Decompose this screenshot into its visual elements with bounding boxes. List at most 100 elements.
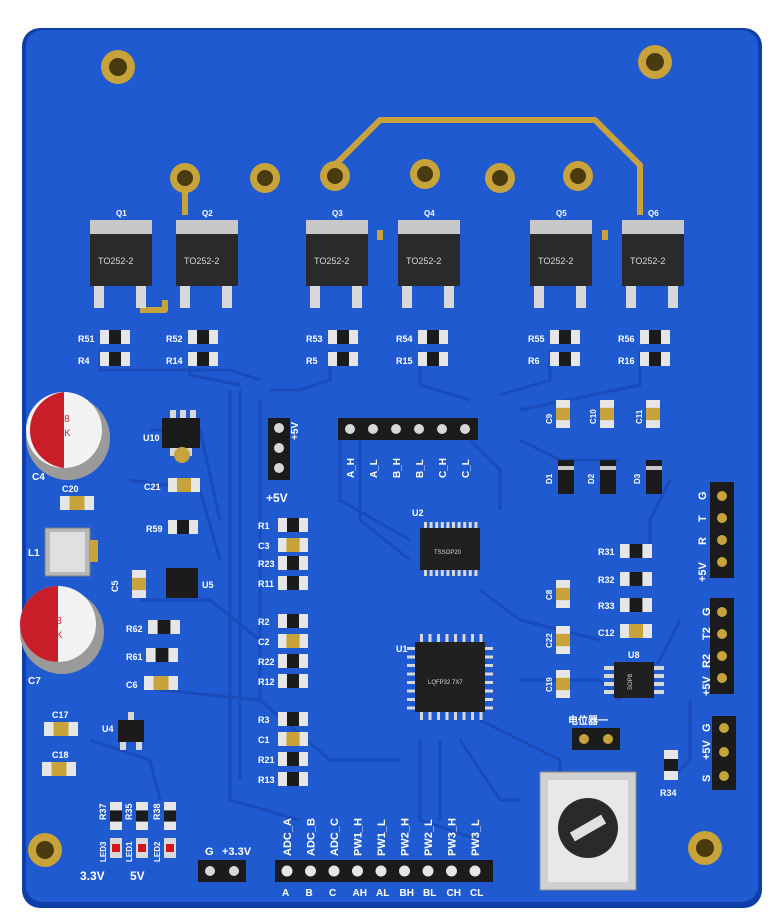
silk-label: R16 xyxy=(618,356,635,366)
resistor-r37 xyxy=(110,802,122,830)
silk-label: G xyxy=(697,491,709,500)
led-label-5v: 5V xyxy=(130,869,145,883)
bottom-pin-bottom-label: AL xyxy=(376,888,389,899)
mosfet-group: TO252-2Q1TO252-2Q2TO252-2Q3TO252-2Q4TO25… xyxy=(90,209,684,308)
silk-label: R14 xyxy=(166,356,183,366)
gate-resistor xyxy=(418,352,448,366)
power-pad xyxy=(485,163,515,193)
silk-label: R52 xyxy=(166,334,183,344)
gate-resistor xyxy=(418,330,448,344)
silk-label: R33 xyxy=(598,601,615,611)
silk-label: R5 xyxy=(306,356,318,366)
silk-label: R56 xyxy=(618,334,635,344)
capacitor-c20 xyxy=(60,496,94,510)
silk-label: R13 xyxy=(258,775,275,785)
bottom-pin-bottom-label: C xyxy=(329,888,336,899)
transistor-u4: U4 xyxy=(102,712,144,750)
ic-u2: TSSOP20 U2 xyxy=(412,508,480,576)
silk-label: G xyxy=(701,607,713,616)
silk-label: R35 xyxy=(124,803,134,820)
silk-label: C10 xyxy=(589,409,598,424)
mosfet-package: TO252-2 xyxy=(314,256,349,266)
silk-label: G xyxy=(701,723,713,732)
bottom-pin-top-label: ADC_C xyxy=(329,818,341,856)
capacitor-c22 xyxy=(556,626,570,654)
resistor-r34 xyxy=(664,750,678,780)
capacitor-value: 8X8 xyxy=(44,616,62,627)
silk-label: R11 xyxy=(258,579,274,589)
pot-connector[interactable]: 电位器一 xyxy=(568,714,620,750)
center-resistor xyxy=(278,674,308,688)
right-resistor xyxy=(620,572,652,586)
bottom-pin-top-label: PW3_H xyxy=(447,818,459,856)
potentiometer[interactable] xyxy=(539,771,637,891)
capacitor-c5 xyxy=(132,570,146,598)
silk-label: R1 xyxy=(258,521,270,531)
silk-label: Q1 xyxy=(116,209,127,218)
led-label-3v3: 3.3V xyxy=(80,869,105,883)
pot-header[interactable] xyxy=(712,716,736,790)
uart-header[interactable] xyxy=(710,482,734,578)
uart2-header[interactable] xyxy=(710,598,734,694)
silk-label: C8 xyxy=(545,589,554,600)
supply-header[interactable]: G +3.3V xyxy=(198,846,252,882)
capacitor-brand: YCK xyxy=(52,428,71,438)
center-capacitor xyxy=(278,538,308,552)
mounting-holes xyxy=(28,45,722,867)
silk-label: R xyxy=(697,537,709,545)
bottom-pin-top-label: PW3_L xyxy=(470,819,482,856)
power-header-top-label: +5V xyxy=(290,422,301,440)
bottom-pin-top-label: ADC_B xyxy=(306,818,318,856)
center-resistor xyxy=(278,752,308,766)
diode-d2 xyxy=(600,460,616,494)
silk-label: R4 xyxy=(78,356,90,366)
silk-label: R22 xyxy=(258,657,275,667)
supply-label-3v3: +3.3V xyxy=(222,846,252,858)
mosfet-q4: TO252-2Q4 xyxy=(398,209,460,308)
center-resistor xyxy=(278,712,308,726)
label-u1: U1 xyxy=(396,644,408,654)
silk-label: R31 xyxy=(598,547,615,557)
label-u2: U2 xyxy=(412,508,424,518)
center-resistor xyxy=(278,772,308,786)
regulator-u10: U10 xyxy=(143,410,200,463)
mount-hole-bl xyxy=(28,833,62,867)
center-resistor xyxy=(278,614,308,628)
silk-label: C2 xyxy=(258,637,270,647)
diode-d3 xyxy=(646,460,662,494)
u8-mark: SOP8 xyxy=(628,673,634,690)
silk-label: R32 xyxy=(598,575,615,585)
label-c4: C4 xyxy=(32,472,45,483)
u2-mark: TSSOP20 xyxy=(434,550,462,556)
silk-label: C12 xyxy=(598,628,615,638)
gate-resistor xyxy=(550,352,580,366)
capacitor-c9 xyxy=(556,400,570,428)
ic-u8: SOP8 U8 xyxy=(604,650,664,698)
bottom-pin-top-label: PW1_H xyxy=(353,818,365,856)
phase-pin-label: B_L xyxy=(415,459,426,478)
gate-resistor xyxy=(640,352,670,366)
phase-pin-label: A_L xyxy=(369,459,380,478)
silk-label: R54 xyxy=(396,334,413,344)
bottom-header[interactable]: ADC_AAADC_BBADC_CCPW1_HAHPW1_LALPW2_HBHP… xyxy=(275,818,493,899)
supply-label-g: G xyxy=(205,846,214,858)
phase-pin-label: B_H xyxy=(392,458,403,478)
silk-label: C3 xyxy=(258,541,270,551)
power-header[interactable]: +5V +5V xyxy=(266,418,301,505)
bottom-pin-top-label: ADC_A xyxy=(282,818,294,856)
power-pad xyxy=(320,161,350,191)
label-c7: C7 xyxy=(28,676,41,687)
led2: LED2 xyxy=(153,838,176,862)
silk-label: S xyxy=(701,775,713,782)
capacitor-value: 8X8 xyxy=(52,414,70,425)
silk-label: R62 xyxy=(126,624,143,634)
electrolytic-capacitor-c7: 8X8 YCK C7 xyxy=(20,586,104,687)
silk-label: C21 xyxy=(144,482,161,492)
right-resistor xyxy=(620,544,652,558)
